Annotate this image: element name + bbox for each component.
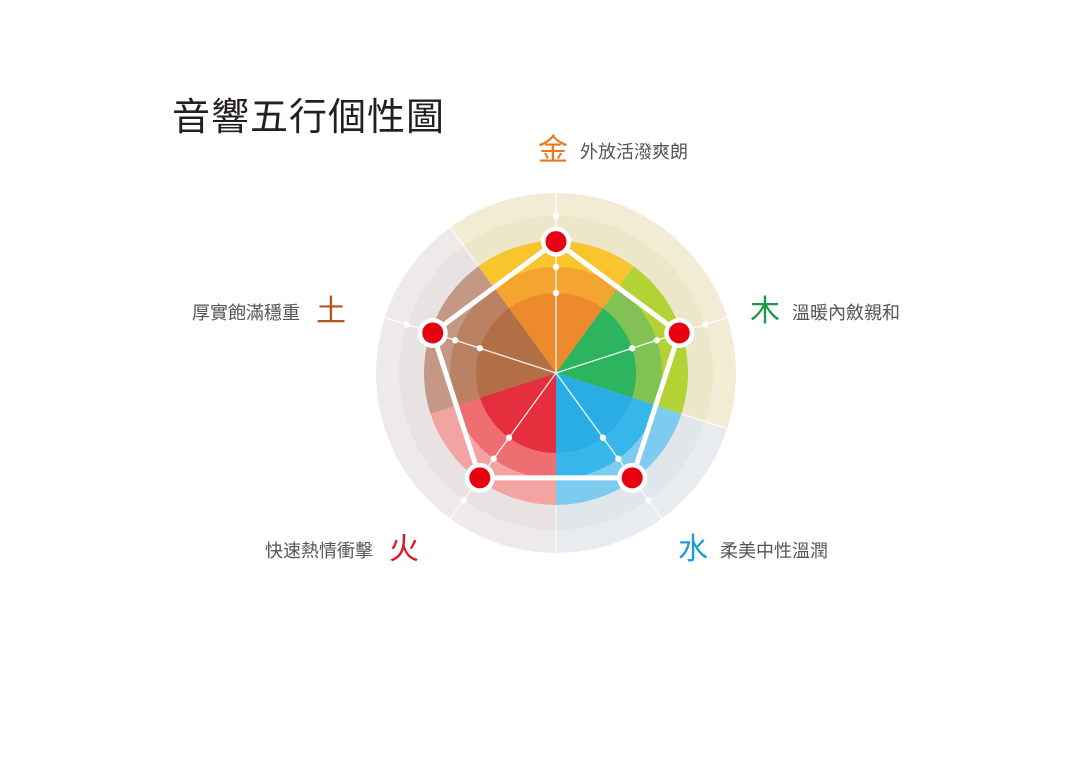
description-earth: 厚實飽滿穩重 (192, 303, 300, 324)
page-title: 音響五行個性圖 (172, 95, 446, 139)
axis-tick-dot (615, 455, 622, 462)
element-water: 水 (678, 532, 708, 567)
axis-line (449, 372, 557, 520)
label-wood: 木 溫暖內斂親和 (750, 297, 900, 327)
axis-tick-dot (476, 345, 484, 352)
axis-tick-dot (490, 455, 497, 462)
element-fire: 火 (389, 532, 419, 567)
data-polygon-outline (430, 239, 682, 481)
element-earth: 土 (316, 294, 346, 329)
sector-inner-木 (556, 308, 636, 398)
axis-tick-dot (552, 212, 560, 220)
axis-tick-dot (552, 289, 560, 297)
axis-tick-dot (645, 496, 652, 504)
data-point-木 (668, 322, 690, 344)
label-fire: 快速熱情衝擊 火 (265, 535, 419, 565)
element-sectors (424, 240, 689, 505)
data-point-水 (621, 467, 643, 489)
axis-line (555, 372, 663, 520)
element-metal: 金 (538, 133, 568, 168)
data-point-金 (545, 231, 567, 253)
axis-line (384, 316, 557, 374)
axis-tick-dot (628, 345, 636, 352)
data-points (417, 226, 695, 493)
element-wood: 木 (750, 294, 780, 329)
sector-inner-土 (476, 308, 556, 398)
description-wood: 溫暖內斂親和 (792, 303, 900, 324)
description-water: 柔美中性溫潤 (720, 541, 828, 562)
sector-inner-水 (556, 373, 633, 453)
axis-tick-dot (653, 337, 661, 344)
axis-tick-dot (403, 321, 410, 328)
axis-lines (384, 193, 728, 520)
axis-tick-dot (460, 496, 467, 504)
axis-line (555, 316, 728, 374)
sector-inner-火 (479, 373, 556, 453)
axis-tick-dot (599, 434, 607, 441)
description-fire: 快速熱情衝擊 (265, 541, 373, 562)
axis-tick-dot (451, 337, 459, 344)
axis-tick-dot (702, 321, 709, 328)
label-water: 水 柔美中性溫潤 (678, 535, 828, 565)
axis-tick-dot (552, 263, 560, 271)
axis-tick-dot (505, 434, 513, 441)
data-polygon (430, 239, 682, 481)
label-metal: 金 外放活潑爽朗 (538, 136, 688, 166)
data-point-土 (422, 322, 444, 344)
description-metal: 外放活潑爽朗 (580, 142, 688, 163)
label-earth: 厚實飽滿穩重 土 (192, 297, 346, 327)
data-point-火 (469, 467, 491, 489)
